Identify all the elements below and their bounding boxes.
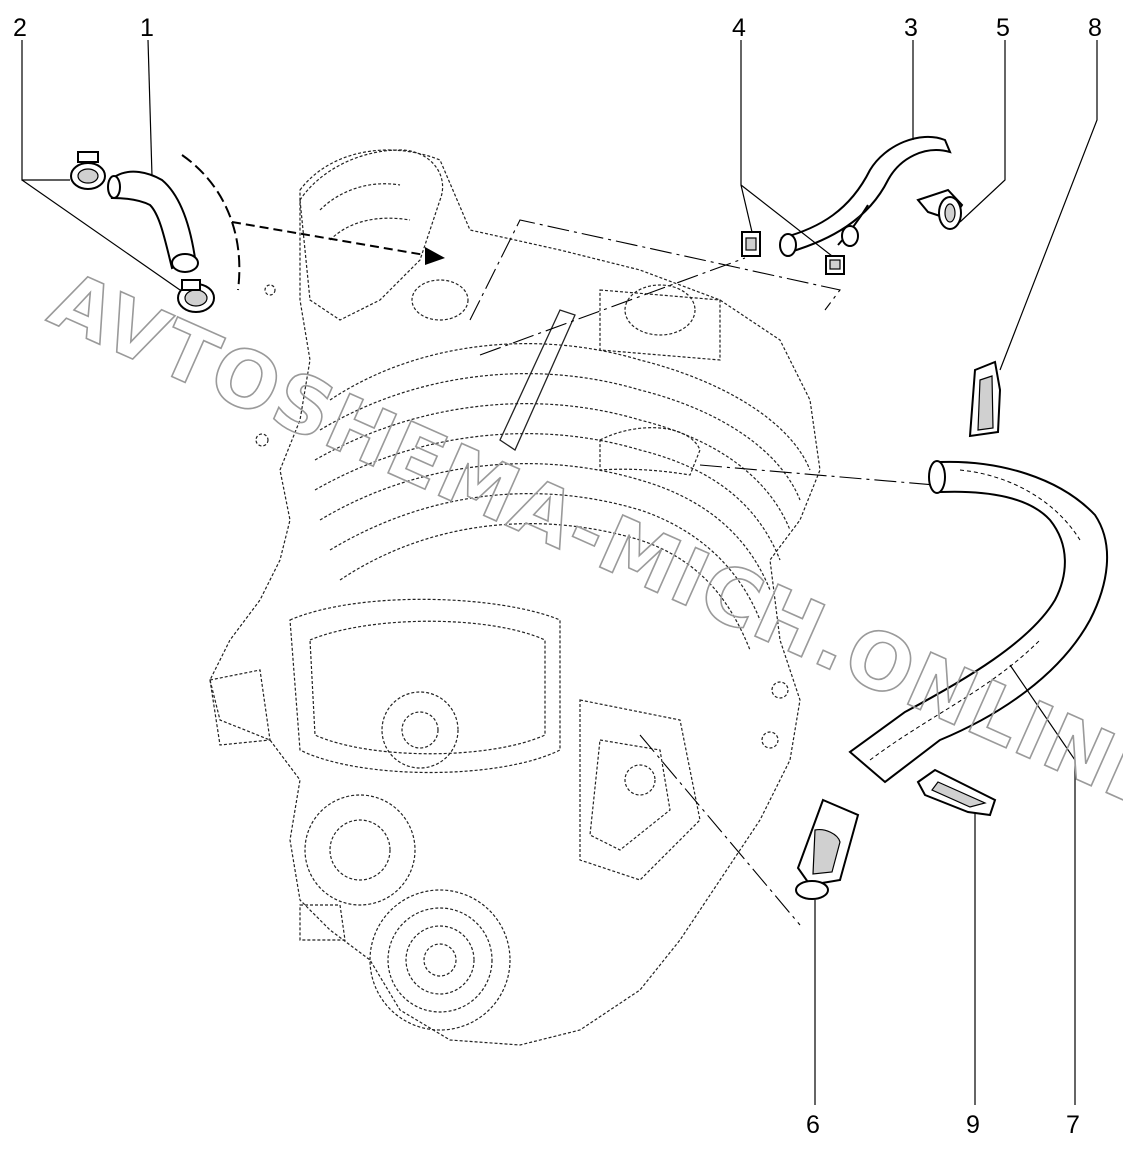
leader-lines (21, 39, 1098, 1105)
part-9-clip (916, 768, 997, 817)
part-8-bracket (968, 360, 1002, 438)
callout-labels: 1 2 3 4 5 8 6 9 7 (13, 14, 1102, 1139)
callout-8: 8 (1088, 14, 1102, 42)
callout-1: 1 (140, 14, 154, 42)
part-6-sensor (795, 798, 860, 900)
part-4-fittings (741, 231, 845, 275)
callout-7: 7 (1066, 1111, 1080, 1139)
callout-5: 5 (996, 14, 1010, 42)
watermark-text: AVTOSHEMA-MICH.ONLINE (37, 255, 1123, 829)
engine-assembly (209, 149, 821, 1046)
part-1-elbow-hose (107, 170, 199, 273)
part-5-clamp (916, 188, 964, 230)
callout-2: 2 (13, 14, 27, 42)
callout-9: 9 (966, 1111, 980, 1139)
part-3-vent-hose (779, 135, 952, 257)
assembly-lines (181, 154, 936, 926)
callout-4: 4 (732, 14, 746, 42)
callout-3: 3 (904, 14, 918, 42)
part-7-radiator-hose (848, 460, 1109, 784)
part-2-hose-clamps (70, 151, 215, 313)
callout-6: 6 (806, 1111, 820, 1139)
